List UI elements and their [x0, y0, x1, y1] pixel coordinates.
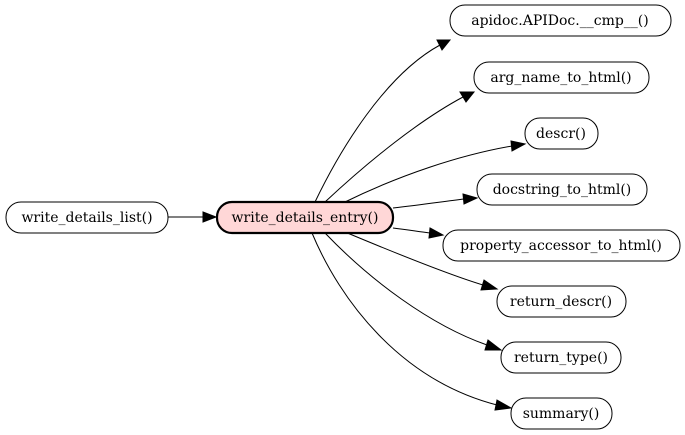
- node-write-details-entry-label: write_details_entry(): [232, 210, 379, 226]
- node-property-accessor-to-html[interactable]: property_accessor_to_html(): [442, 229, 681, 262]
- edges: [168, 39, 527, 411]
- edge-to-property-accessor-to-html: [392, 227, 445, 239]
- node-property-accessor-to-html-label: property_accessor_to_html(): [460, 238, 662, 254]
- node-return-type[interactable]: return_type(): [500, 341, 622, 374]
- node-apidoc-cmp-label: apidoc.APIDoc.__cmp__(): [471, 13, 648, 29]
- edge-to-summary: [311, 232, 513, 411]
- node-return-descr[interactable]: return_descr(): [496, 285, 627, 318]
- node-write-details-list[interactable]: write_details_list(): [5, 201, 169, 234]
- edge-to-return-type: [324, 232, 503, 351]
- node-write-details-entry[interactable]: write_details_entry(): [215, 200, 395, 235]
- node-write-details-list-label: write_details_list(): [21, 210, 152, 226]
- edge-to-apidoc-cmp: [314, 39, 452, 203]
- node-summary-label: summary(): [523, 406, 600, 422]
- edge-to-docstring-to-html: [392, 193, 479, 209]
- edge-to-return-descr: [344, 231, 499, 291]
- node-descr-label: descr(): [536, 126, 586, 142]
- edge-to-descr: [344, 140, 527, 203]
- node-return-descr-label: return_descr(): [510, 294, 612, 310]
- node-docstring-to-html[interactable]: docstring_to_html(): [476, 173, 648, 206]
- node-arg-name-to-html-label: arg_name_to_html(): [490, 70, 631, 86]
- node-summary[interactable]: summary(): [510, 397, 613, 430]
- node-apidoc-cmp[interactable]: apidoc.APIDoc.__cmp__(): [449, 4, 672, 37]
- node-docstring-to-html-label: docstring_to_html(): [493, 182, 632, 198]
- edge-to-arg-name-to-html: [324, 91, 476, 203]
- node-arg-name-to-html[interactable]: arg_name_to_html(): [473, 61, 650, 94]
- edge-caller-to-focus: [168, 211, 218, 223]
- node-return-type-label: return_type(): [514, 350, 608, 366]
- node-descr[interactable]: descr(): [524, 117, 599, 150]
- nodes: write_details_list() write_details_entry…: [5, 4, 681, 430]
